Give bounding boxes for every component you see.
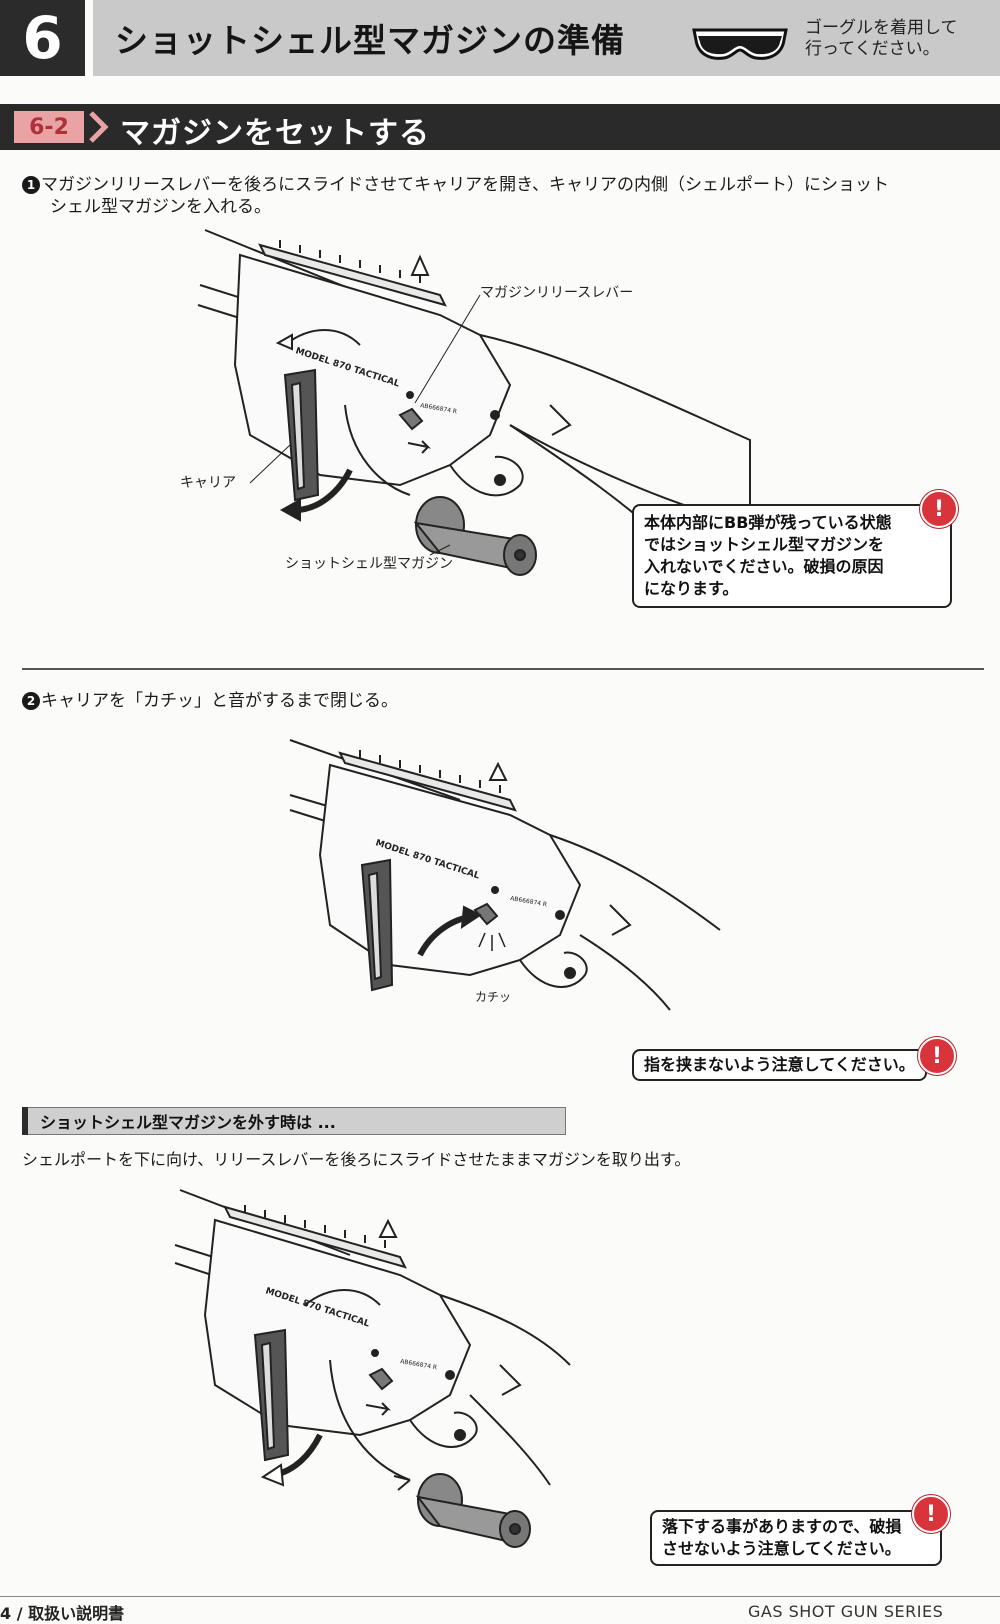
warning-step1-line4: になります。 [644,579,739,598]
step1-line2: シェル型マガジンを入れる。 [50,197,271,217]
footer-series: GAS SHOT GUN SERIES [748,1602,944,1621]
removal-title: ショットシェル型マガジンを外す時は ... [40,1113,336,1132]
section-bar [0,104,1000,150]
warning-icon-glyph: ! [933,496,945,522]
label-magazine: ショットシェル型マガジン [285,556,453,572]
warning-box-step1: 本体内部にBB弾が残っている状態 ではショットシェル型マガジンを 入れないでくだ… [632,504,952,608]
warning-removal-line2: させないよう注意してください。 [662,1539,901,1558]
removal-text: シェルポートを下に向け、リリースレバーを後ろにスライドさせたままマガジンを取り出… [22,1150,691,1169]
warning-step2-text: 指を挟まないよう注意してください。 [644,1055,915,1074]
footer-page-label: 4 / 取扱い説明書 [0,1604,125,1623]
removal-header-accent [22,1107,28,1135]
label-carrier: キャリア [180,475,236,491]
label-click: カチッ [475,990,511,1004]
section-badge-number: 6-2 [29,114,69,140]
section-badge: 6-2 [14,111,84,143]
step2-line: キャリアを「カチッ」と音がするまで閉じる。 [41,691,398,711]
warning-icon: ! [918,1037,956,1075]
illustration-insert-magazine: MODEL 870 TACTICAL AB666874 R マガジンリリースレバ… [180,229,751,576]
illustration-close-carrier: MODEL 870 TACTICAL AB666874 R カチッ [289,739,721,1011]
goggle-note-line1: ゴーグルを着用して [805,18,958,38]
section-title: マガジンをセットする [120,116,430,151]
goggle-note: ゴーグルを着用して 行ってください。 [805,18,958,60]
step1-line1: マガジンリリースレバーを後ろにスライドさせてキャリアを開き、キャリアの内側（シェ… [41,175,889,195]
warning-icon-glyph: ! [931,1043,943,1069]
warning-removal-line1: 落下する事がありますので、破損 [662,1517,902,1536]
warning-icon: ! [920,490,958,528]
warning-step1-line3: 入れないでください。破損の原因 [644,557,884,576]
warning-icon-glyph: ! [925,1501,937,1527]
label-release-lever: マガジンリリースレバー [480,285,633,301]
header-bar [93,0,1000,76]
page-title: ショットシェル型マガジンの準備 [115,21,625,60]
section-divider [22,668,984,670]
section-number-badge: 6 [0,0,85,76]
step2-marker: 2 [22,692,40,710]
warning-box-step2: 指を挟まないよう注意してください。 [632,1049,927,1081]
warning-step1-line2: ではショットシェル型マガジンを [644,535,885,554]
illustration-remove-magazine: MODEL 870 TACTICAL AB666874 R [174,1189,571,1548]
step1-marker: 1 [22,176,40,194]
goggle-icon [692,28,788,60]
chevron-right-icon [89,111,109,143]
footer-divider [0,1596,1000,1597]
goggle-note-line2: 行ってください。 [805,39,940,59]
warning-icon: ! [912,1495,950,1533]
warning-step1-line1: 本体内部にBB弾が残っている状態 [644,513,892,532]
warning-box-removal: 落下する事がありますので、破損 させないよう注意してください。 [650,1510,942,1566]
section-number: 6 [22,4,63,72]
removal-header-bar [22,1107,566,1135]
